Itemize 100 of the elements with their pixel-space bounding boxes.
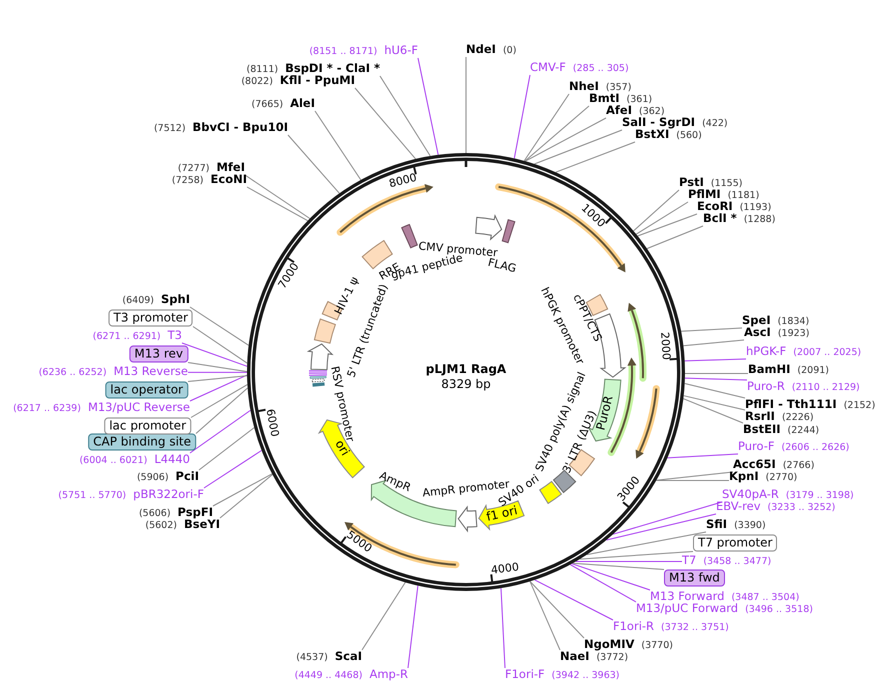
primer-name: F1ori-F bbox=[505, 668, 545, 681]
site-position: (1834) bbox=[778, 315, 810, 328]
leader-line bbox=[571, 563, 650, 590]
site-position: (1155) bbox=[710, 177, 742, 189]
primer-name: pBR322ori-F bbox=[133, 488, 204, 501]
enzyme-name: EcoNI bbox=[210, 173, 247, 186]
primer-name: hPGK-F bbox=[746, 345, 786, 358]
site-position: (361) bbox=[626, 93, 652, 105]
leader-line bbox=[666, 454, 738, 458]
enzyme-name: SphI bbox=[161, 293, 190, 306]
enzyme-name: BstXI bbox=[635, 128, 670, 141]
leader-line bbox=[500, 588, 506, 668]
site-position: (3390) bbox=[734, 519, 766, 532]
feature-tag: T3 promoter bbox=[108, 310, 193, 326]
site-position: (6271 .. 6291) bbox=[92, 330, 161, 343]
primer-name: T3 bbox=[168, 329, 182, 342]
site-position: (2770) bbox=[766, 471, 798, 484]
primer-name: EBV-rev bbox=[716, 500, 761, 513]
primer-name: M13/pUC Forward bbox=[636, 602, 738, 615]
leader-line bbox=[288, 134, 340, 194]
feature-label: FLAG bbox=[486, 256, 518, 276]
site-position: (5906) bbox=[136, 471, 169, 484]
site-position: (2007 .. 2025) bbox=[793, 346, 862, 359]
leader-line bbox=[188, 372, 248, 373]
site-position: (3732 .. 3751) bbox=[661, 621, 729, 634]
leader-line bbox=[418, 58, 439, 156]
primer-name: F1ori-R bbox=[613, 620, 654, 633]
enzyme-name: BamHI bbox=[748, 363, 790, 376]
site-position: (4449 .. 4468) bbox=[294, 669, 362, 682]
enzyme-name: PspFI bbox=[178, 506, 213, 519]
primer-name: L4440 bbox=[154, 453, 190, 466]
enzyme-name: AfeI bbox=[606, 104, 632, 117]
enzyme-name: SpeI bbox=[742, 314, 771, 327]
site-position: (3487 .. 3504) bbox=[731, 591, 800, 603]
site-position: (2766) bbox=[782, 459, 814, 472]
site-position: (7277) bbox=[178, 162, 210, 175]
site-position: (1181) bbox=[728, 189, 760, 202]
leader-line bbox=[530, 580, 560, 650]
leader-line bbox=[244, 174, 310, 219]
leader-line bbox=[190, 306, 250, 346]
enzyme-name: BspDI * - ClaI * bbox=[285, 62, 380, 75]
feature-tag: lac promoter bbox=[104, 418, 191, 434]
enzyme-name: SfiI bbox=[706, 518, 728, 531]
enzyme-name: PciI bbox=[176, 470, 199, 483]
leader-line bbox=[524, 118, 606, 162]
leader-line bbox=[683, 395, 746, 410]
site-position: (2606 .. 2626) bbox=[782, 441, 850, 454]
enzyme-name: BstEII bbox=[743, 423, 781, 436]
leader-line bbox=[684, 383, 746, 398]
leader-line bbox=[188, 362, 248, 372]
leader-line bbox=[362, 582, 406, 650]
feature-marker bbox=[501, 218, 516, 244]
feature-tag: M13 rev bbox=[129, 346, 188, 362]
leader-line bbox=[408, 585, 418, 668]
plasmid-name: pLJM1 RagA bbox=[426, 362, 506, 376]
site-position: (3179 .. 3198) bbox=[786, 489, 854, 502]
site-position: (3233 .. 3252) bbox=[768, 501, 836, 514]
leader-line bbox=[196, 388, 248, 434]
scale-number: 4000 bbox=[490, 562, 520, 577]
leader-line bbox=[570, 564, 636, 602]
feature-tag: M13 fwd bbox=[664, 570, 725, 586]
enzyme-name: PstI bbox=[679, 176, 704, 189]
primer-name: hU6-F bbox=[384, 44, 418, 57]
leader-line bbox=[579, 551, 694, 560]
site-position: (285 .. 305) bbox=[572, 62, 629, 75]
enzyme-name: BbvCI - Bpu10I bbox=[192, 121, 288, 134]
leader-line bbox=[633, 190, 680, 232]
leader-line bbox=[684, 358, 746, 362]
leader-line bbox=[680, 328, 742, 332]
site-position: (5751 .. 5770) bbox=[58, 489, 126, 502]
enzyme-name: AleI bbox=[290, 97, 315, 110]
enzyme-name: AscI bbox=[744, 326, 771, 339]
enzyme-name: PflMI bbox=[688, 188, 721, 201]
leader-line bbox=[220, 474, 273, 518]
leader-line bbox=[212, 473, 273, 506]
primer-name: M13 Forward bbox=[650, 590, 724, 603]
site-position: (0) bbox=[502, 44, 516, 57]
feature-label: f1 ori bbox=[484, 504, 518, 524]
leader-line bbox=[656, 472, 734, 481]
site-position: (6409) bbox=[122, 294, 154, 307]
site-position: (362) bbox=[638, 105, 665, 117]
leader-line bbox=[190, 410, 251, 454]
enzyme-name: BclI * bbox=[703, 212, 737, 225]
site-position: (5602) bbox=[145, 519, 177, 532]
enzyme-name: KflI - PpuMI bbox=[280, 74, 355, 87]
site-position: (2152) bbox=[844, 399, 876, 412]
site-position: (7512) bbox=[154, 122, 186, 135]
leader-line bbox=[514, 74, 530, 159]
leader-line bbox=[354, 88, 416, 160]
leader-line bbox=[682, 398, 744, 424]
site-position: (357) bbox=[606, 81, 632, 94]
site-position: (3770) bbox=[641, 639, 673, 652]
leader-line bbox=[188, 375, 248, 382]
enzyme-name: MfeI bbox=[216, 161, 245, 174]
enzyme-name: PflFI - Tth111I bbox=[745, 398, 837, 411]
plasmid-size: 8329 bp bbox=[441, 377, 491, 391]
leader-line bbox=[575, 561, 682, 562]
leader-line bbox=[656, 480, 730, 481]
leader-line bbox=[190, 384, 248, 418]
enzyme-name: RsrII bbox=[745, 410, 775, 423]
